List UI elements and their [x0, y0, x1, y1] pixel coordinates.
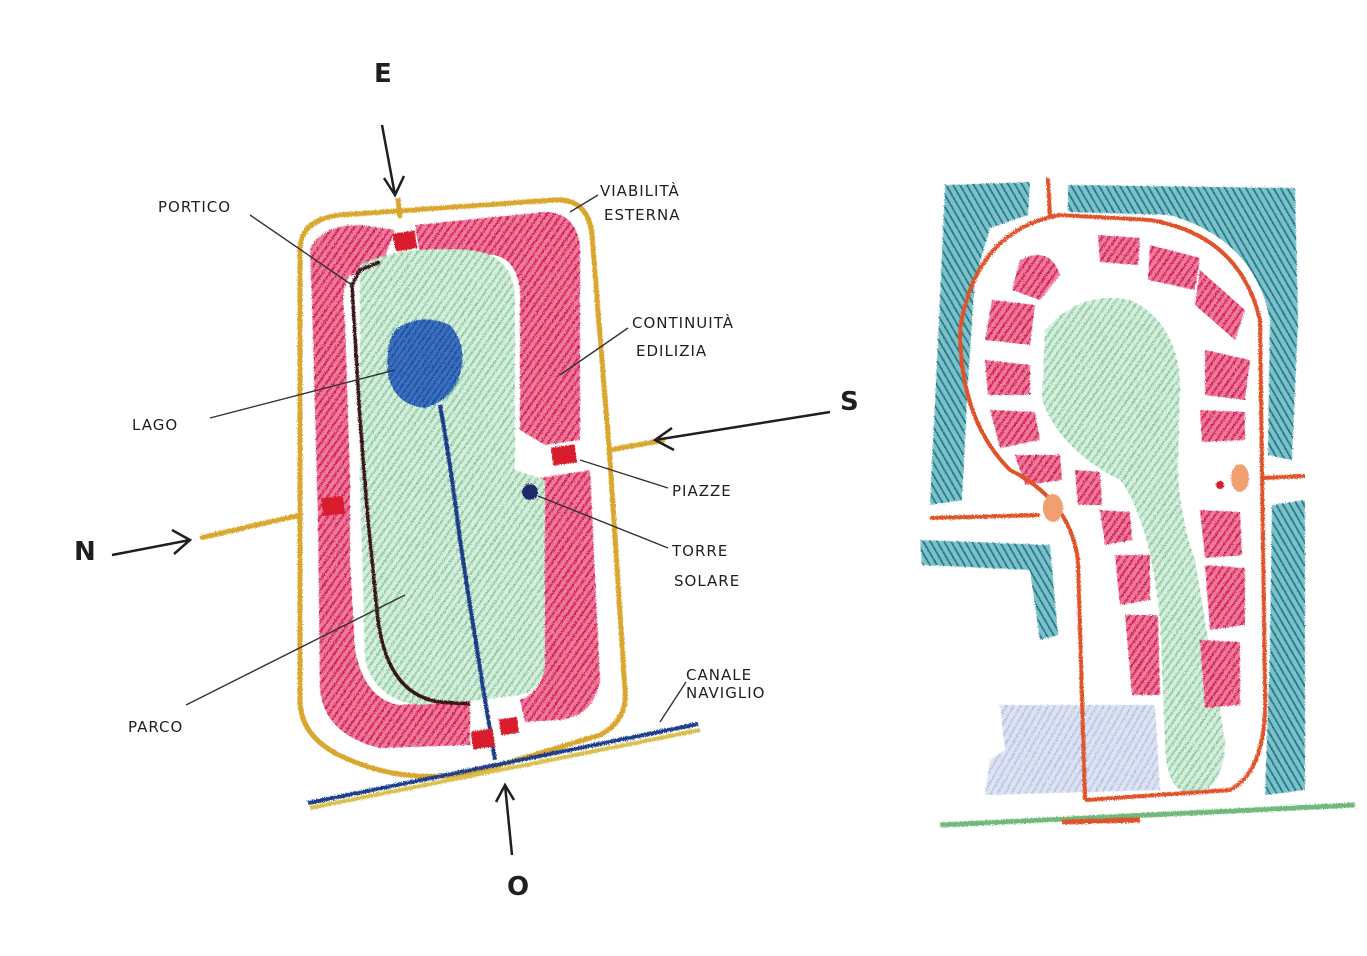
piazza-bottom-2 — [499, 717, 519, 735]
label-compass-east: E — [374, 59, 392, 89]
label-lago: LAGO — [132, 416, 178, 434]
orange-road-top-stub — [1048, 178, 1050, 218]
orange-node-right — [1231, 464, 1249, 492]
piazza-bottom-1 — [471, 729, 495, 750]
label-compass-west: O — [507, 872, 529, 902]
label-viabilita-2: ESTERNA — [604, 206, 681, 224]
orange-node-left — [1043, 494, 1063, 522]
grey-blocks — [985, 705, 1160, 795]
label-torre-2: SOLARE — [674, 572, 740, 590]
label-viabilita: VIABILITÀ — [600, 181, 680, 200]
orange-road-right-spur — [1262, 476, 1305, 478]
label-canale-2: NAVIGLIO — [686, 684, 765, 702]
label-continuita: CONTINUITÀ — [632, 313, 734, 332]
red-dot — [1216, 481, 1224, 489]
solar-tower — [522, 484, 538, 500]
label-compass-south: S — [840, 387, 859, 417]
orange-base-mark — [1062, 820, 1140, 822]
label-piazze: PIAZZE — [672, 482, 732, 500]
piazza-left — [321, 496, 345, 516]
label-parco: PARCO — [128, 718, 183, 736]
label-canale: CANALE — [686, 666, 752, 684]
label-torre: TORRE — [671, 542, 728, 560]
label-compass-north: N — [74, 537, 96, 567]
piazza-right — [551, 444, 577, 465]
piazza-top — [393, 230, 418, 252]
label-continuita-2: EDILIZIA — [636, 342, 707, 360]
label-portico: PORTICO — [158, 198, 231, 216]
road-east — [398, 198, 400, 218]
